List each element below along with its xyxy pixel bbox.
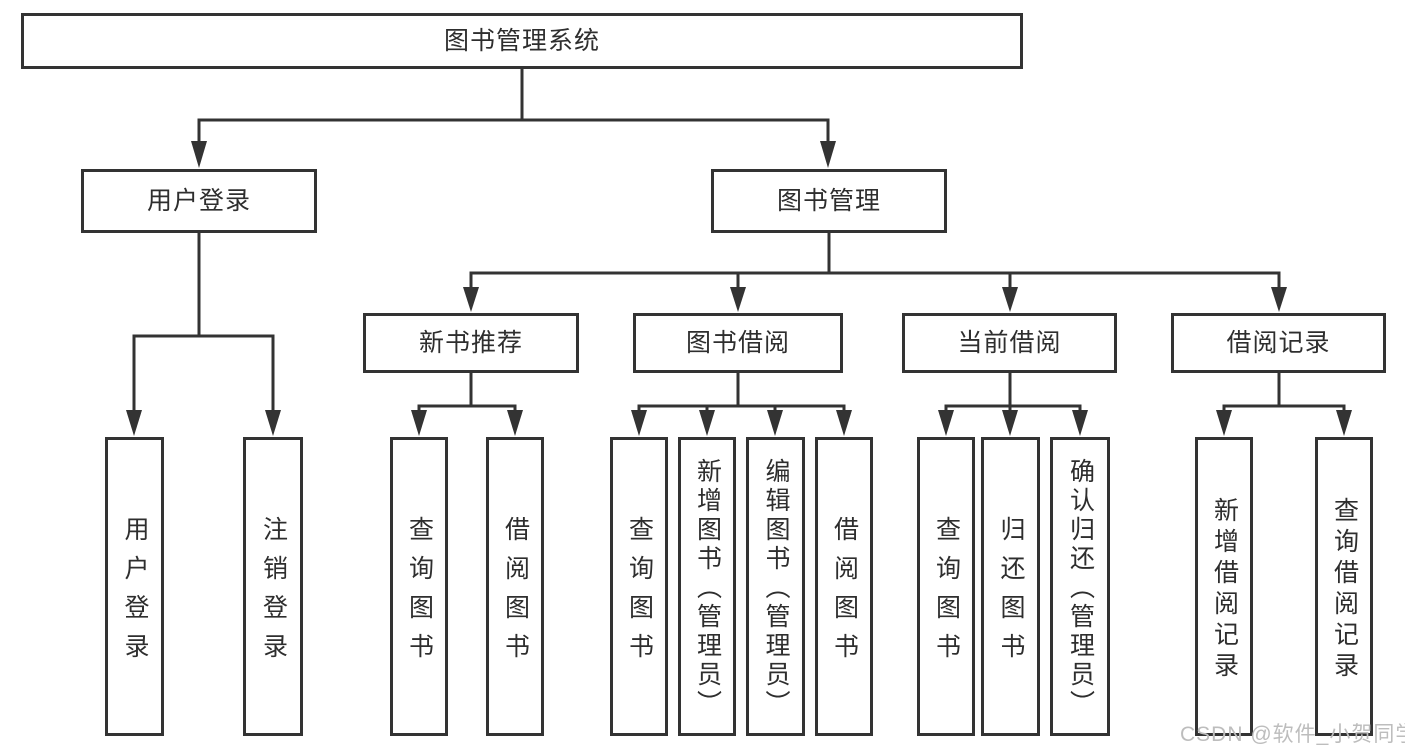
leaf-user-login: 用户登录 bbox=[105, 437, 164, 736]
node-book-management: 图书管理 bbox=[711, 169, 947, 233]
leaf-query-books-recommend: 查询图书 bbox=[390, 437, 448, 736]
leaf-logout: 注销登录 bbox=[243, 437, 303, 736]
watermark: CSDN @软件_小贺同学 bbox=[1180, 723, 1405, 746]
node-book-borrow: 图书借阅 bbox=[633, 313, 843, 373]
connector-mgmt-to-row3 bbox=[469, 233, 1281, 290]
arrow-icon bbox=[265, 410, 281, 436]
connector-recommend-to-leaves bbox=[417, 373, 517, 414]
arrow-icon bbox=[1216, 410, 1232, 436]
arrow-icon bbox=[938, 410, 954, 436]
node-library-system: 图书管理系统 bbox=[21, 13, 1023, 69]
leaf-edit-book-admin: 编辑图书（管理员） bbox=[746, 437, 805, 736]
arrow-icon bbox=[820, 141, 836, 168]
arrow-icon bbox=[767, 410, 783, 436]
leaf-add-book-admin: 新增图书（管理员） bbox=[678, 437, 736, 736]
connector-records-to-leaves bbox=[1222, 373, 1346, 414]
node-new-book-recommend: 新书推荐 bbox=[363, 313, 579, 373]
arrow-icon bbox=[699, 410, 715, 436]
arrow-icon bbox=[126, 410, 142, 436]
arrow-icon bbox=[507, 410, 523, 436]
arrow-icon bbox=[1002, 410, 1018, 436]
arrow-icon bbox=[836, 410, 852, 436]
connector-root-to-level2 bbox=[197, 69, 830, 144]
connector-borrow-to-leaves bbox=[637, 373, 846, 414]
connector-current-to-leaves bbox=[944, 373, 1082, 414]
leaf-query-borrow-record: 查询借阅记录 bbox=[1315, 437, 1373, 736]
arrow-icon bbox=[191, 141, 207, 168]
node-user-login: 用户登录 bbox=[81, 169, 317, 233]
leaf-confirm-return-admin: 确认归还（管理员） bbox=[1050, 437, 1110, 736]
arrow-icon bbox=[1271, 287, 1287, 312]
leaf-return-books: 归还图书 bbox=[981, 437, 1040, 736]
arrow-icon bbox=[411, 410, 427, 436]
leaf-query-books-borrow: 查询图书 bbox=[610, 437, 668, 736]
connector-login-to-leaves bbox=[132, 233, 275, 414]
arrow-icon bbox=[730, 287, 746, 312]
leaf-query-books-current: 查询图书 bbox=[917, 437, 975, 736]
arrow-icon bbox=[1336, 410, 1352, 436]
arrow-icon bbox=[1002, 287, 1018, 312]
arrow-icon bbox=[631, 410, 647, 436]
arrow-icon bbox=[463, 287, 479, 312]
node-borrow-records: 借阅记录 bbox=[1171, 313, 1386, 373]
node-current-borrow: 当前借阅 bbox=[902, 313, 1117, 373]
leaf-borrow-books-recommend: 借阅图书 bbox=[486, 437, 544, 736]
arrow-icon bbox=[1072, 410, 1088, 436]
leaf-add-borrow-record: 新增借阅记录 bbox=[1195, 437, 1253, 736]
arrowheads bbox=[126, 141, 1352, 436]
leaf-borrow-books: 借阅图书 bbox=[815, 437, 873, 736]
